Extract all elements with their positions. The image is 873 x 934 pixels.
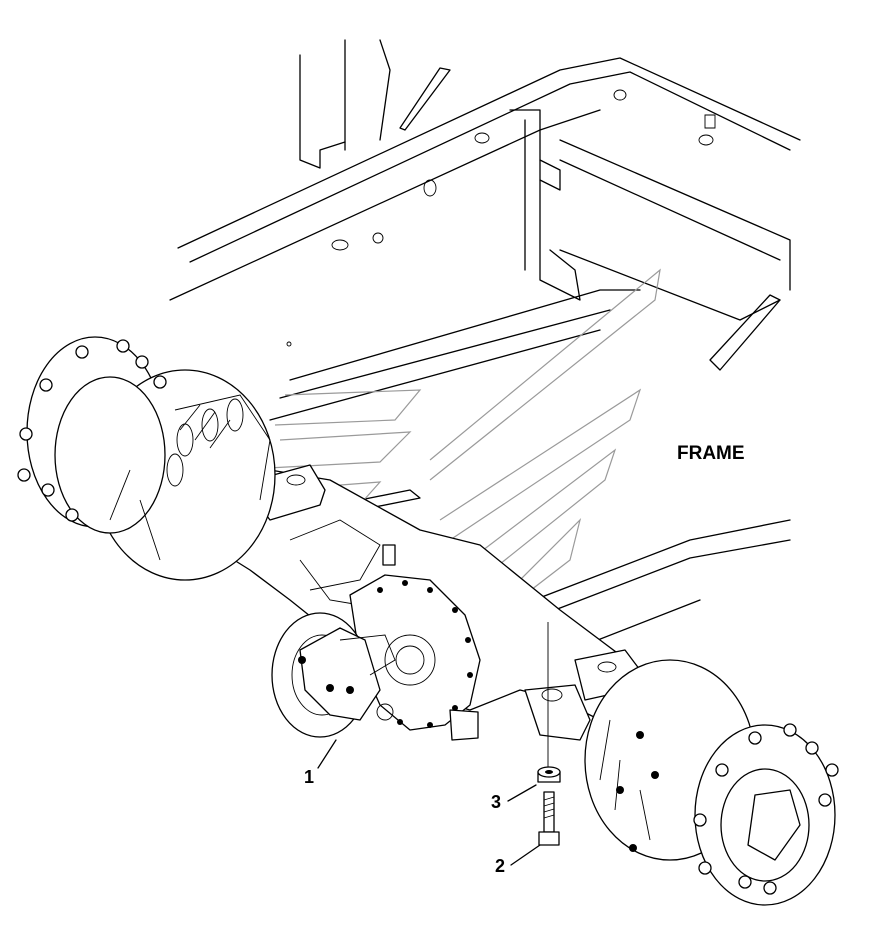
fastener-parts [537, 622, 561, 846]
wheel-studs-left [17, 339, 167, 522]
left-wheel-hub [17, 336, 276, 581]
wheel-studs-right [693, 723, 839, 895]
bolt-part-2 [538, 791, 560, 846]
callout-leaders [317, 739, 541, 866]
frame-label: FRAME [677, 443, 745, 464]
brake-disc-assembly [271, 612, 396, 738]
differential-housing [349, 544, 481, 741]
callout-number-2: 2 [495, 856, 506, 876]
callout-number-1: 1 [304, 767, 315, 787]
right-wheel-hub [584, 659, 839, 906]
callout-number-3: 3 [491, 792, 502, 812]
washer-part-3 [537, 766, 561, 783]
